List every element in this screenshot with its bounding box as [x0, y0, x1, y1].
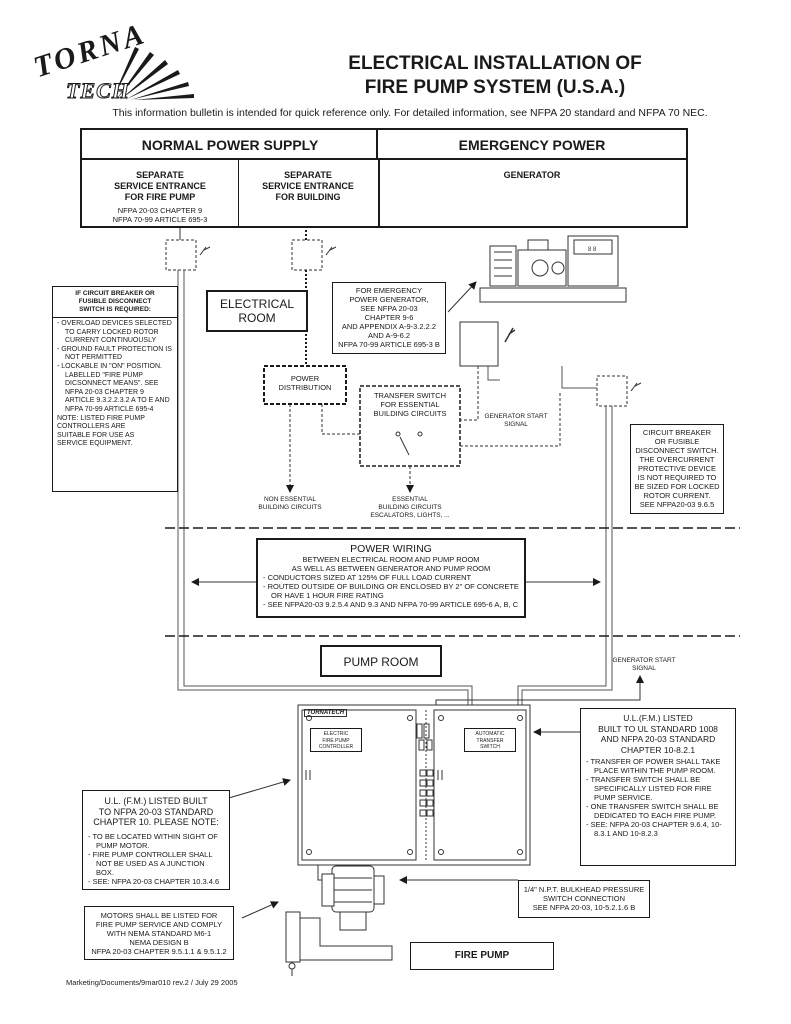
title-line-2: FIRE PUMP SYSTEM (U.S.A.) — [364, 77, 626, 98]
logo-fan-graphic — [112, 47, 194, 100]
controller-ul-title: U.L. (F.M.) LISTED BUILT TO NFPA 20-03 S… — [93, 796, 219, 827]
power-supply-table: NORMAL POWER SUPPLY EMERGENCY POWER SEPA… — [80, 128, 688, 228]
breaker-note-list: OVERLOAD DEVICES SELECTED TO CARRY LOCKE… — [57, 320, 173, 415]
tornatech-logo: TORNA TECH — [24, 17, 151, 104]
transfer-switch-ul-list: TRANSFER OF POWER SHALL TAKE PLACE WITHI… — [586, 757, 730, 838]
generator-disconnect — [596, 375, 628, 407]
list-item: TRANSFER OF POWER SHALL TAKE PLACE WITHI… — [586, 757, 730, 775]
transfer-switch-panel-label: AUTOMATIC TRANSFER SWITCH — [464, 728, 516, 752]
intro-text: This information bulletin is intended fo… — [112, 107, 708, 119]
title-line-1: ELECTRICAL INSTALLATION OF — [348, 53, 642, 74]
list-item: OVERLOAD DEVICES SELECTED TO CARRY LOCKE… — [57, 320, 173, 346]
building-service-entrance: SEPARATE SERVICE ENTRANCE FOR BUILDING — [262, 170, 354, 202]
controller-brand-label: TORNATECH — [304, 709, 348, 717]
pump-room-label: PUMP ROOM — [320, 645, 442, 677]
document-footer: Marketing/Documents/9mar010 rev.2 / July… — [66, 978, 238, 987]
list-item: FIRE PUMP CONTROLLER SHALL NOT BE USED A… — [88, 850, 224, 877]
breaker-note-footnote: NOTE: LISTED FIRE PUMP CONTROLLERS ARE S… — [57, 414, 145, 448]
generator-graphic: 8 8 — [479, 235, 627, 303]
generator-reference-note: FOR EMERGENCY POWER GENERATOR, SEE NFPA … — [332, 282, 446, 354]
list-item: SEE NFPA20-03 9.2.5.4 AND 9.3 AND NFPA 7… — [263, 600, 519, 609]
generator-start-signal-label-bottom: GENERATOR START SIGNAL — [612, 657, 676, 672]
list-item: TRANSFER SWITCH SHALL BE SPECIFICALLY LI… — [586, 775, 730, 802]
breaker-note-title: IF CIRCUIT BREAKER OR FUSIBLE DISCONNECT… — [75, 290, 155, 313]
list-item: ONE TRANSFER SWITCH SHALL BE DEDICATED T… — [586, 802, 730, 820]
fire-pump-service-ref: NFPA 20-03 CHAPTER 9 NFPA 70-99 ARTICLE … — [112, 206, 208, 224]
motors-note: MOTORS SHALL BE LISTED FOR FIRE PUMP SER… — [84, 906, 234, 960]
transfer-switch-label: TRANSFER SWITCH FOR ESSENTIAL BUILDING C… — [373, 391, 447, 418]
list-item: GROUND FAULT PROTECTION IS NOT PERMITTED — [57, 346, 173, 363]
list-item: LOCKABLE IN "ON" POSITION. LABELLED "FIR… — [57, 363, 173, 415]
electrical-room-label: ELECTRICAL ROOM — [206, 290, 308, 332]
fire-pump-label: FIRE PUMP — [410, 942, 554, 970]
transfer-switch-ul-title: U.L.(F.M.) LISTED BUILT TO UL STANDARD 1… — [598, 713, 718, 755]
transfer-switch-ul-note: U.L.(F.M.) LISTED BUILT TO UL STANDARD 1… — [580, 708, 736, 866]
controller-ul-note: U.L. (F.M.) LISTED BUILT TO NFPA 20-03 S… — [82, 790, 230, 890]
fire-pump-service-disconnect — [165, 239, 197, 271]
non-essential-circuits-label: NON ESSENTIAL BUILDING CIRCUITS — [258, 496, 322, 511]
fire-pump-controller-label: ELECTRIC FIRE PUMP CONTROLLER — [310, 728, 362, 752]
power-distribution-label: POWER DISTRIBUTION — [278, 374, 332, 392]
pressure-switch-note: 1/4" N.P.T. BULKHEAD PRESSURE SWITCH CON… — [518, 880, 650, 918]
page-title: ELECTRICAL INSTALLATION OF FIRE PUMP SYS… — [300, 52, 690, 100]
emergency-power-header: EMERGENCY POWER — [458, 137, 606, 153]
essential-circuits-label: ESSENTIAL BUILDING CIRCUITS ESCALATORS, … — [370, 496, 450, 519]
generator-start-signal-label-top: GENERATOR START SIGNAL — [484, 413, 548, 428]
list-item: CONDUCTORS SIZED AT 125% OF FULL LOAD CU… — [263, 573, 519, 582]
list-item: SEE: NFPA 20-03 CHAPTER 9.6.4, 10-8.3.1 … — [586, 820, 730, 838]
generator-breaker-note: CIRCUIT BREAKER OR FUSIBLE DISCONNECT SW… — [630, 424, 724, 514]
generator-header: GENERATOR — [503, 170, 561, 180]
power-wiring-list: CONDUCTORS SIZED AT 125% OF FULL LOAD CU… — [263, 573, 519, 609]
logo-word-torna: TORNA — [29, 16, 151, 85]
list-item: TO BE LOCATED WITHIN SIGHT OF PUMP MOTOR… — [88, 832, 224, 850]
power-wiring-note: POWER WIRING BETWEEN ELECTRICAL ROOM AND… — [256, 538, 526, 618]
fire-pump-service-entrance: SEPARATE SERVICE ENTRANCE FOR FIRE PUMP — [114, 170, 206, 202]
fire-pump-graphic — [285, 865, 393, 976]
power-wiring-title: POWER WIRING — [350, 543, 432, 555]
controller-ul-list: TO BE LOCATED WITHIN SIGHT OF PUMP MOTOR… — [88, 832, 224, 886]
breaker-requirements-note: IF CIRCUIT BREAKER OR FUSIBLE DISCONNECT… — [52, 286, 178, 492]
building-service-disconnect — [291, 239, 323, 271]
svg-text:8 8: 8 8 — [588, 247, 597, 253]
list-item: ROUTED OUTSIDE OF BUILDING OR ENCLOSED B… — [263, 582, 519, 600]
logo-word-tech: TECH — [66, 78, 130, 104]
list-item: SEE: NFPA 20-03 CHAPTER 10.3.4.6 — [88, 877, 224, 886]
normal-power-header: NORMAL POWER SUPPLY — [141, 137, 319, 153]
power-wiring-subtitle: BETWEEN ELECTRICAL ROOM AND PUMP ROOM AS… — [291, 555, 491, 573]
